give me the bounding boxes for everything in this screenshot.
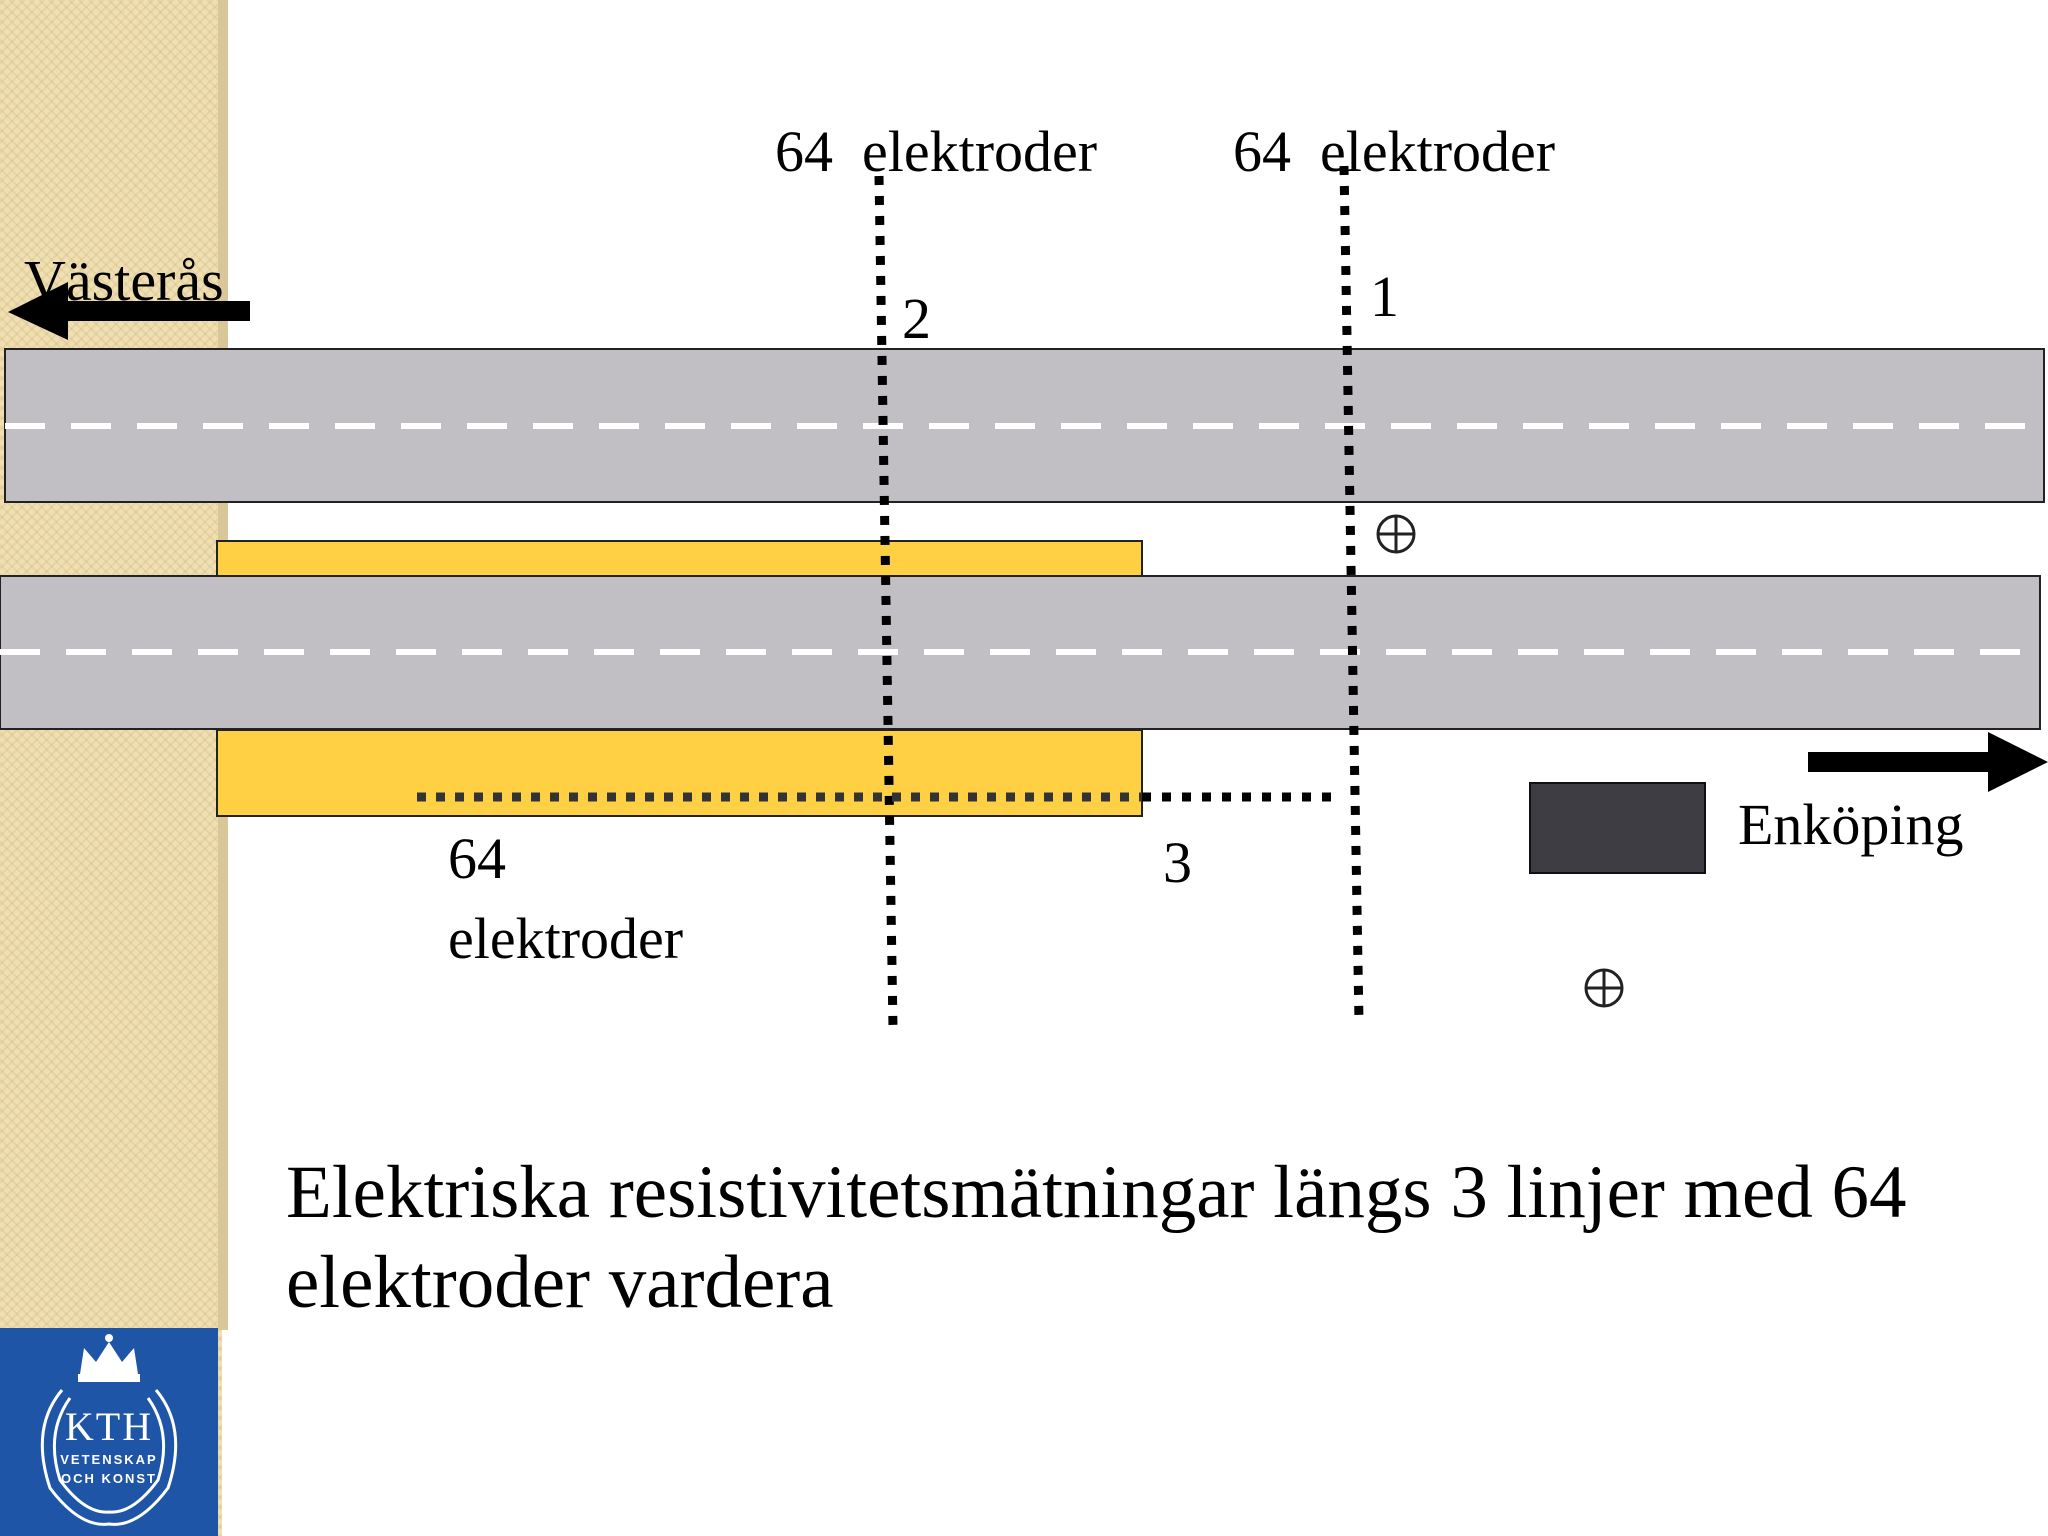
kth-seal-emblem (40, 1334, 178, 1526)
south-shoulder (216, 729, 1143, 817)
logo-name: KTH (64, 1404, 154, 1449)
north-shoulder (216, 540, 1143, 577)
slide-sidebar (0, 0, 222, 1536)
line2-top-label: 64 elektroder (775, 119, 1098, 184)
measurement-line-1 (1339, 165, 1364, 1023)
east-city-label: Enköping (1738, 792, 1964, 857)
line3-unit-label: elektroder (448, 906, 684, 971)
building (1529, 782, 1706, 874)
east-arrow-icon (1808, 732, 2048, 792)
line1-number: 1 (1370, 264, 1399, 329)
kth-logo: KTH VETENSKAP OCH KONST (0, 1328, 218, 1536)
crosshair-marker-icon (1376, 514, 1416, 554)
measurement-line-2 (874, 175, 898, 1029)
line1-top-label: 64 elektroder (1233, 119, 1556, 184)
logo-motto-line1: VETENSKAP (60, 1452, 158, 1467)
line3-number: 3 (1163, 830, 1192, 895)
line2-number: 2 (902, 286, 931, 351)
west-arrow-icon (8, 282, 250, 340)
crosshair-marker-icon (1584, 968, 1624, 1008)
line3-count-label: 64 (448, 826, 506, 891)
logo-motto-line2: OCH KONST (61, 1471, 157, 1486)
slide-caption: Elektriska resistivitetsmätningar längs … (286, 1151, 1907, 1324)
west-city-label: Västerås (24, 248, 224, 313)
